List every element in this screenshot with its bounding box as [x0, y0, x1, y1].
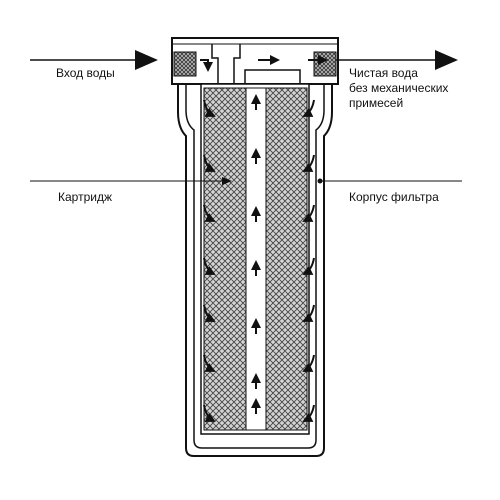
- left-inflow-arrow: [203, 257, 216, 275]
- right-inflow-arrow: [302, 99, 315, 117]
- right-inflow-arrow: [302, 204, 315, 222]
- left-inflow-arrow: [203, 304, 216, 322]
- cartridge-left-wall: [203, 87, 247, 431]
- outlet-arrow: [336, 50, 458, 70]
- head-flow-arrows: [200, 55, 328, 72]
- housing-leader: [317, 178, 462, 184]
- right-inflow-arrow: [302, 257, 315, 275]
- right-inflow-arrow: [302, 154, 315, 172]
- right-inflow-arrow: [302, 354, 315, 372]
- right-inflow-arrow: [302, 304, 315, 322]
- inlet-label: Вход воды: [56, 66, 115, 80]
- cartridge-label: Картридж: [58, 190, 112, 204]
- filter-housing: [177, 84, 333, 457]
- left-inflow-arrow: [203, 154, 216, 172]
- left-inflow-arrow: [203, 354, 216, 372]
- inlet-port: [173, 51, 197, 77]
- outlet-label-line1: Чистая вода: [349, 66, 418, 80]
- cartridge-right-wall: [265, 87, 308, 431]
- outlet-port: [313, 51, 337, 77]
- left-inflow-arrow: [203, 99, 216, 117]
- outlet-label-line2: без механических: [349, 81, 449, 95]
- outlet-label: Чистая вода без механических примесей: [349, 66, 497, 111]
- housing-label: Корпус фильтра: [349, 190, 439, 204]
- cartridge-leader: [30, 177, 232, 185]
- cartridge-core: [245, 87, 267, 431]
- outlet-label-line3: примесей: [349, 96, 404, 110]
- right-inflow-arrow: [302, 404, 315, 422]
- flow-arrows: [203, 94, 315, 422]
- inlet-arrow: [30, 50, 158, 70]
- left-inflow-arrow: [203, 404, 216, 422]
- left-inflow-arrow: [203, 204, 216, 222]
